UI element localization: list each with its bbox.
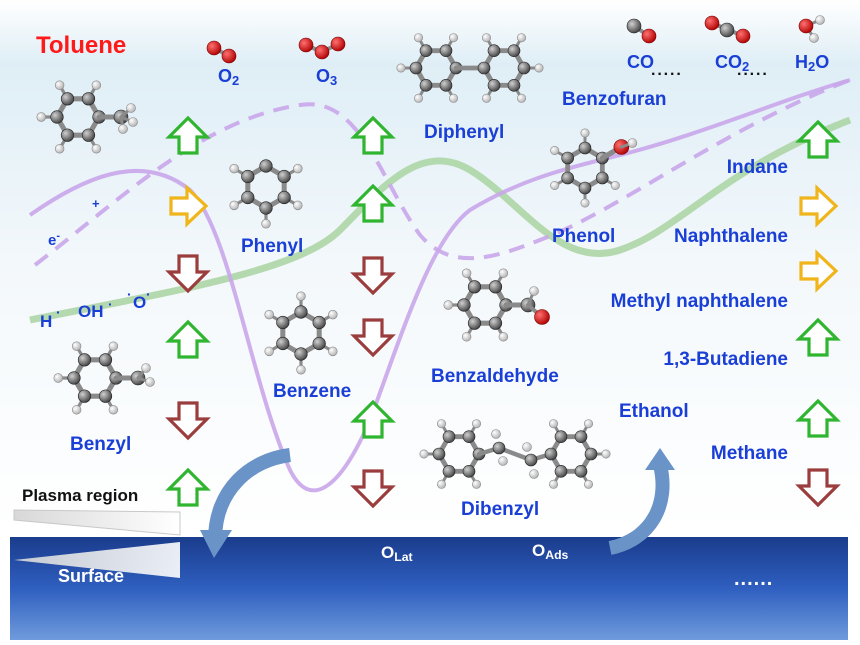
benzyl-molecule: [53, 341, 155, 415]
co2-label: CO2: [715, 52, 750, 75]
trend-arrow-up: [350, 115, 396, 155]
o-lattice-label: OLat: [381, 543, 413, 565]
product-label-naphthalene: Naphthalene: [673, 226, 788, 247]
surface-dots: ......: [734, 568, 774, 590]
green-energy-wave: [29, 116, 852, 324]
o3-label: O3: [316, 66, 338, 89]
o2-label: O2: [218, 66, 240, 89]
surface-label: Surface: [58, 566, 125, 586]
o-radical-label: O: [133, 293, 147, 312]
phenol-label: Phenol: [552, 226, 616, 247]
trend-arrow-down: [350, 469, 396, 509]
o-radical-dot-left: ·: [127, 286, 132, 302]
trend-arrow-up: [350, 183, 396, 223]
trend-arrow-flat: [169, 184, 209, 228]
benzaldehyde-molecule: [443, 268, 550, 342]
dibenzyl-label: Dibenzyl: [461, 499, 540, 520]
h2o-label: H2O: [795, 52, 830, 75]
toluene-molecule: [36, 80, 138, 154]
gas-dots-2: ·····: [737, 66, 769, 83]
trend-arrow-up: [795, 119, 841, 159]
phenyl-molecule: [229, 159, 303, 229]
product-label-methyl-naphthalene: Methyl naphthalene: [610, 291, 788, 312]
phenyl-label: Phenyl: [241, 236, 304, 257]
desorption-arrowhead: [200, 530, 232, 558]
oh-radical-label: OH: [78, 302, 104, 321]
plasma-region-wedge: [13, 509, 181, 536]
trend-arrow-up: [165, 115, 211, 155]
phenol-molecule: [550, 128, 638, 208]
diphenyl-molecule-a: [396, 33, 487, 103]
trend-arrow-up: [165, 467, 211, 507]
diphenyl-molecule-b: [477, 33, 544, 103]
trend-arrow-flat: [799, 184, 839, 228]
co-label: CO: [627, 52, 654, 72]
ion-label: +: [92, 196, 100, 211]
adsorption-arrow: [608, 463, 670, 555]
trend-arrows: [165, 115, 841, 509]
benzene-molecule: [264, 291, 338, 375]
trend-arrow-flat: [799, 249, 839, 293]
o2-molecule: [206, 40, 237, 64]
o-radical-dot-right: ·: [146, 286, 151, 302]
trend-arrow-up: [350, 399, 396, 439]
benzene-label: Benzene: [273, 381, 352, 402]
gas-dots-1: ·····: [651, 66, 683, 83]
trend-arrow-down: [165, 254, 211, 294]
trend-arrow-up: [795, 398, 841, 438]
diphenyl-label: Diphenyl: [424, 122, 505, 143]
o3-molecule: [298, 36, 346, 60]
co2-molecule: [704, 15, 751, 44]
desorption-arrow: [208, 448, 292, 541]
h-radical-label: H: [40, 312, 53, 331]
product-label-butadiene: 1,3-Butadiene: [663, 349, 788, 370]
product-label-indane: Indane: [726, 157, 788, 178]
h-radical-dot: ·: [56, 304, 61, 320]
o-adsorbed-label: OAds: [532, 541, 569, 563]
adsorption-arrowhead: [645, 448, 675, 470]
trend-arrow-down: [795, 468, 841, 508]
trend-arrow-up: [165, 319, 211, 359]
dibenzyl-molecule-b: [544, 419, 611, 489]
surface-wedge: [14, 542, 180, 578]
surface-region: [10, 509, 848, 640]
trend-arrow-down: [350, 256, 396, 296]
oh-radical-dot: ·: [108, 296, 113, 312]
product-label-methane: Methane: [710, 443, 788, 464]
trend-arrow-up: [795, 317, 841, 357]
electron-label: e-: [48, 230, 61, 249]
trend-arrow-down: [165, 401, 211, 441]
ethanol-label: Ethanol: [619, 401, 689, 422]
benzaldehyde-label: Benzaldehyde: [431, 366, 559, 387]
plasma-region-label: Plasma region: [22, 486, 139, 505]
benzyl-label: Benzyl: [70, 434, 132, 455]
h2o-molecule: [798, 15, 825, 43]
benzofuran-label: Benzofuran: [562, 89, 667, 110]
co-molecule: [626, 18, 657, 44]
trend-arrow-down: [350, 318, 396, 358]
reactant-title: Toluene: [36, 32, 127, 59]
